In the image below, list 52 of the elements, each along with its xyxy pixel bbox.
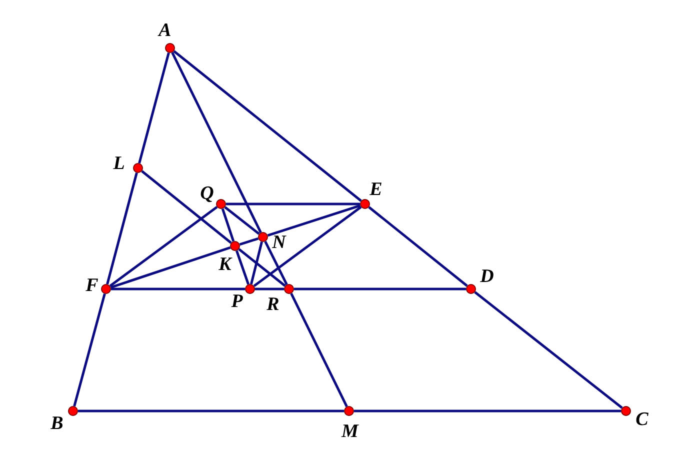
line-segment [255,288,284,290]
line-segment [138,52,170,164]
point-dot [344,406,354,416]
point-dot [101,284,111,294]
point-dot [133,163,143,173]
line-segment [253,206,362,288]
point-dot [230,241,240,251]
point-label: K [218,255,232,275]
line-segment [368,206,468,287]
line-segment [250,242,263,284]
line-segment [106,172,138,284]
point-label: L [113,154,125,174]
line-segment [226,202,360,206]
line-segment [110,246,231,289]
line-segment [171,52,262,234]
point-label: B [50,414,64,434]
line-segment [264,240,288,286]
point-dot [165,43,175,53]
line-segment [73,294,106,406]
line-segment [221,208,235,242]
point-dot [68,406,78,416]
point-label: M [342,422,358,442]
point-dot [284,284,294,294]
point-dot [216,199,226,209]
point-dot [245,284,255,294]
point-label: A [158,21,172,41]
line-segment [474,291,623,409]
point-label: P [231,292,243,312]
line-segment [141,170,232,244]
line-segment [290,292,348,408]
point-label: D [480,267,494,287]
point-label: R [266,295,280,315]
line-segment [109,206,218,288]
line-segment [267,204,361,237]
line-segment [238,248,286,287]
line-segment [354,410,621,412]
line-segment [78,410,344,412]
point-label: E [370,180,382,200]
point-label: C [636,410,648,430]
line-segment [239,237,259,246]
point-label: Q [200,184,214,204]
line-segment [294,288,466,290]
line-segment [235,250,250,285]
point-dot [466,284,476,294]
point-label: N [272,233,286,253]
line-segment [111,288,245,290]
line-segment [224,206,260,235]
line-segment [173,50,362,202]
point-dot [258,232,268,242]
point-dot [360,199,370,209]
point-dot [621,406,631,416]
point-label: F [86,276,98,296]
